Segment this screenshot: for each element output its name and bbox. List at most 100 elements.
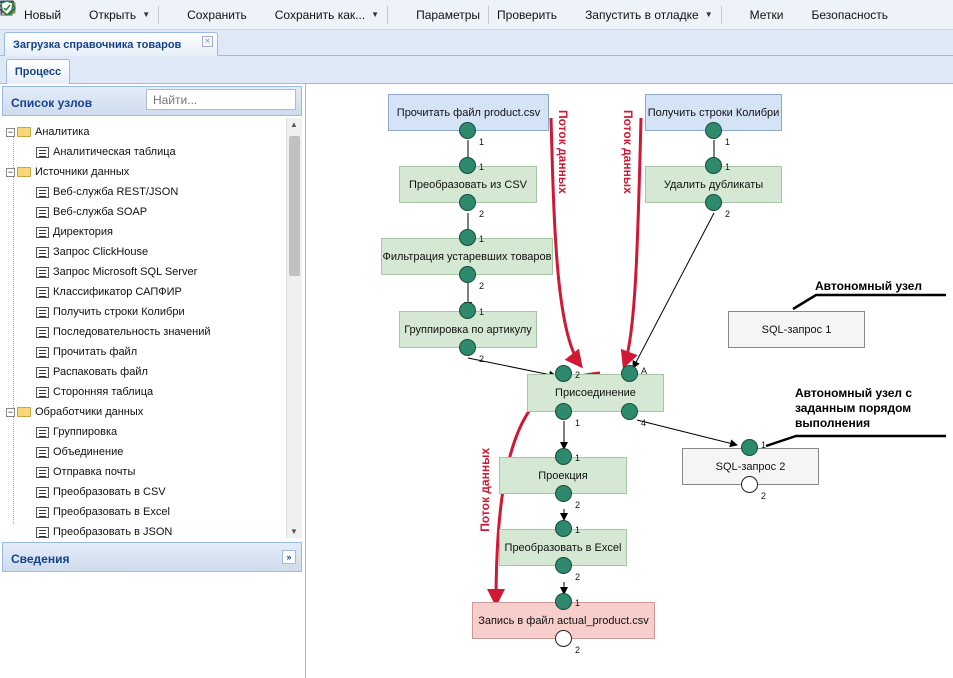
security-button[interactable]: Безопасность bbox=[0, 0, 893, 28]
node-port[interactable] bbox=[555, 403, 572, 420]
tree-item-label: Аналитическая таблица bbox=[53, 146, 176, 158]
node-port[interactable] bbox=[459, 157, 476, 174]
collapse-toggle-icon[interactable]: − bbox=[6, 166, 15, 177]
node-port[interactable] bbox=[555, 485, 572, 502]
tree-line bbox=[13, 134, 14, 524]
save-as-button[interactable]: Сохранить как...▼ bbox=[0, 0, 383, 28]
annotation-data-flow: Поток данных bbox=[478, 448, 492, 532]
node-port[interactable] bbox=[621, 403, 638, 420]
node-label: Запись в файл actual_product.csv bbox=[478, 614, 649, 627]
folder-icon bbox=[17, 407, 31, 417]
params-button[interactable]: Параметры bbox=[0, 1, 484, 28]
dropdown-arrow-icon[interactable]: ▼ bbox=[371, 10, 380, 19]
tree-item[interactable]: Преобразовать в CSV bbox=[36, 482, 166, 502]
node-type-icon bbox=[36, 186, 49, 198]
tree-item[interactable]: Директория bbox=[36, 222, 113, 242]
tree-folder[interactable]: − Источники данных bbox=[6, 162, 129, 182]
collapse-icon[interactable]: » bbox=[282, 550, 296, 564]
node-port[interactable] bbox=[459, 229, 476, 246]
port-label: 1 bbox=[761, 440, 767, 450]
save-label: Сохранить bbox=[187, 7, 247, 22]
node-type-icon bbox=[36, 346, 49, 358]
tree-item[interactable]: Классификатор САПФИР bbox=[36, 282, 182, 302]
node-label: Удалить дубликаты bbox=[663, 178, 764, 191]
tree-item[interactable]: Преобразовать в Excel bbox=[36, 502, 170, 522]
separator bbox=[158, 5, 160, 24]
tree-item[interactable]: Распаковать файл bbox=[36, 362, 148, 382]
tree-item-label: Распаковать файл bbox=[53, 366, 148, 378]
node-port[interactable] bbox=[555, 557, 572, 574]
tags-label: Метки bbox=[749, 7, 784, 22]
node-port[interactable] bbox=[459, 122, 476, 139]
run-debug-button[interactable]: Запустить в отладке▼ bbox=[1, 1, 717, 28]
tree-item-label: Сторонняя таблица bbox=[53, 386, 154, 398]
tree-item[interactable]: Запрос ClickHouse bbox=[36, 242, 148, 262]
tree-item[interactable]: Получить строки Колибри bbox=[36, 302, 185, 322]
tree-folder[interactable]: −Аналитика bbox=[6, 122, 89, 142]
tree-item[interactable]: Группировка bbox=[36, 422, 117, 442]
port-label: 2 bbox=[479, 354, 485, 364]
node-port[interactable] bbox=[459, 302, 476, 319]
open-folder-icon bbox=[0, 2, 85, 23]
node-port[interactable] bbox=[555, 630, 572, 647]
tree-item-label: Источники данных bbox=[35, 166, 130, 178]
tree-item[interactable]: Прочитать файл bbox=[36, 342, 137, 362]
port-label: 2 bbox=[479, 281, 485, 291]
scroll-up-icon[interactable]: ▲ bbox=[290, 120, 298, 129]
tree-folder[interactable]: −Обработчики данных bbox=[6, 402, 143, 422]
node-port[interactable] bbox=[621, 365, 638, 382]
node-port[interactable] bbox=[741, 439, 758, 456]
node-port[interactable] bbox=[555, 448, 572, 465]
node-port[interactable] bbox=[459, 194, 476, 211]
dropdown-arrow-icon[interactable]: ▼ bbox=[704, 10, 713, 19]
tree-item[interactable]: Объединение bbox=[36, 442, 123, 462]
node-port[interactable] bbox=[741, 476, 758, 493]
node-port[interactable] bbox=[459, 266, 476, 283]
check-button[interactable]: Проверить bbox=[493, 2, 561, 28]
scroll-down-icon[interactable]: ▼ bbox=[290, 527, 298, 536]
dropdown-arrow-icon[interactable]: ▼ bbox=[142, 10, 151, 19]
open-button[interactable]: Открыть▼ bbox=[0, 2, 154, 28]
node-port[interactable] bbox=[459, 339, 476, 356]
node-join[interactable]: Присоединение bbox=[527, 374, 664, 412]
node-port[interactable] bbox=[555, 520, 572, 537]
scroll-thumb[interactable] bbox=[289, 136, 300, 276]
tree-scrollbar[interactable]: ▲ ▼ bbox=[286, 118, 302, 538]
node-type-icon bbox=[36, 206, 49, 218]
tree-item[interactable]: Последовательность значений bbox=[36, 322, 211, 342]
tags-button[interactable]: Метки bbox=[1, 1, 788, 28]
node-port[interactable] bbox=[705, 194, 722, 211]
port-label: 1 bbox=[479, 137, 485, 147]
save-button[interactable]: Сохранить bbox=[0, 0, 251, 28]
tag-icon bbox=[1, 1, 746, 23]
close-icon[interactable]: × bbox=[202, 36, 213, 47]
node-port[interactable] bbox=[555, 593, 572, 610]
port-label: 2 bbox=[479, 209, 485, 219]
port-label: 1 bbox=[575, 453, 581, 463]
tree-item[interactable]: Веб-служба SOAP bbox=[36, 202, 147, 222]
search-input[interactable] bbox=[146, 89, 296, 110]
tab-document[interactable]: Загрузка справочника товаров× bbox=[4, 32, 218, 56]
node-type-icon bbox=[36, 526, 49, 538]
collapse-toggle-icon[interactable]: − bbox=[6, 406, 15, 417]
annotation-autonomous-ordered: Автономный узел с заданным порядом выпол… bbox=[795, 386, 913, 430]
edge bbox=[467, 357, 557, 379]
collapse-toggle-icon[interactable]: − bbox=[6, 126, 15, 137]
node-read-file[interactable]: Прочитать файл product.csv bbox=[388, 94, 549, 131]
separator bbox=[488, 5, 490, 24]
node-port[interactable] bbox=[555, 365, 572, 382]
node-sql1[interactable]: SQL-запрос 1 bbox=[728, 311, 865, 348]
tree-item[interactable]: Веб-служба REST/JSON bbox=[36, 182, 178, 202]
node-port[interactable] bbox=[705, 122, 722, 139]
node-port[interactable] bbox=[705, 157, 722, 174]
node-type-icon bbox=[36, 266, 49, 278]
tree-item[interactable]: Запрос Microsoft SQL Server bbox=[36, 262, 197, 282]
tab-process[interactable]: Процесс bbox=[6, 59, 70, 84]
tree-item[interactable]: Аналитическая таблица bbox=[36, 142, 176, 162]
tree-item[interactable]: Сторонняя таблица bbox=[36, 382, 153, 402]
node-type-icon bbox=[36, 226, 49, 238]
tree-item[interactable]: Преобразовать в JSON bbox=[36, 522, 172, 542]
document-tab-bar: Загрузка справочника товаров× bbox=[0, 30, 953, 56]
tree-item-label: Группировка bbox=[53, 426, 118, 438]
tree-item[interactable]: Отправка почты bbox=[36, 462, 135, 482]
